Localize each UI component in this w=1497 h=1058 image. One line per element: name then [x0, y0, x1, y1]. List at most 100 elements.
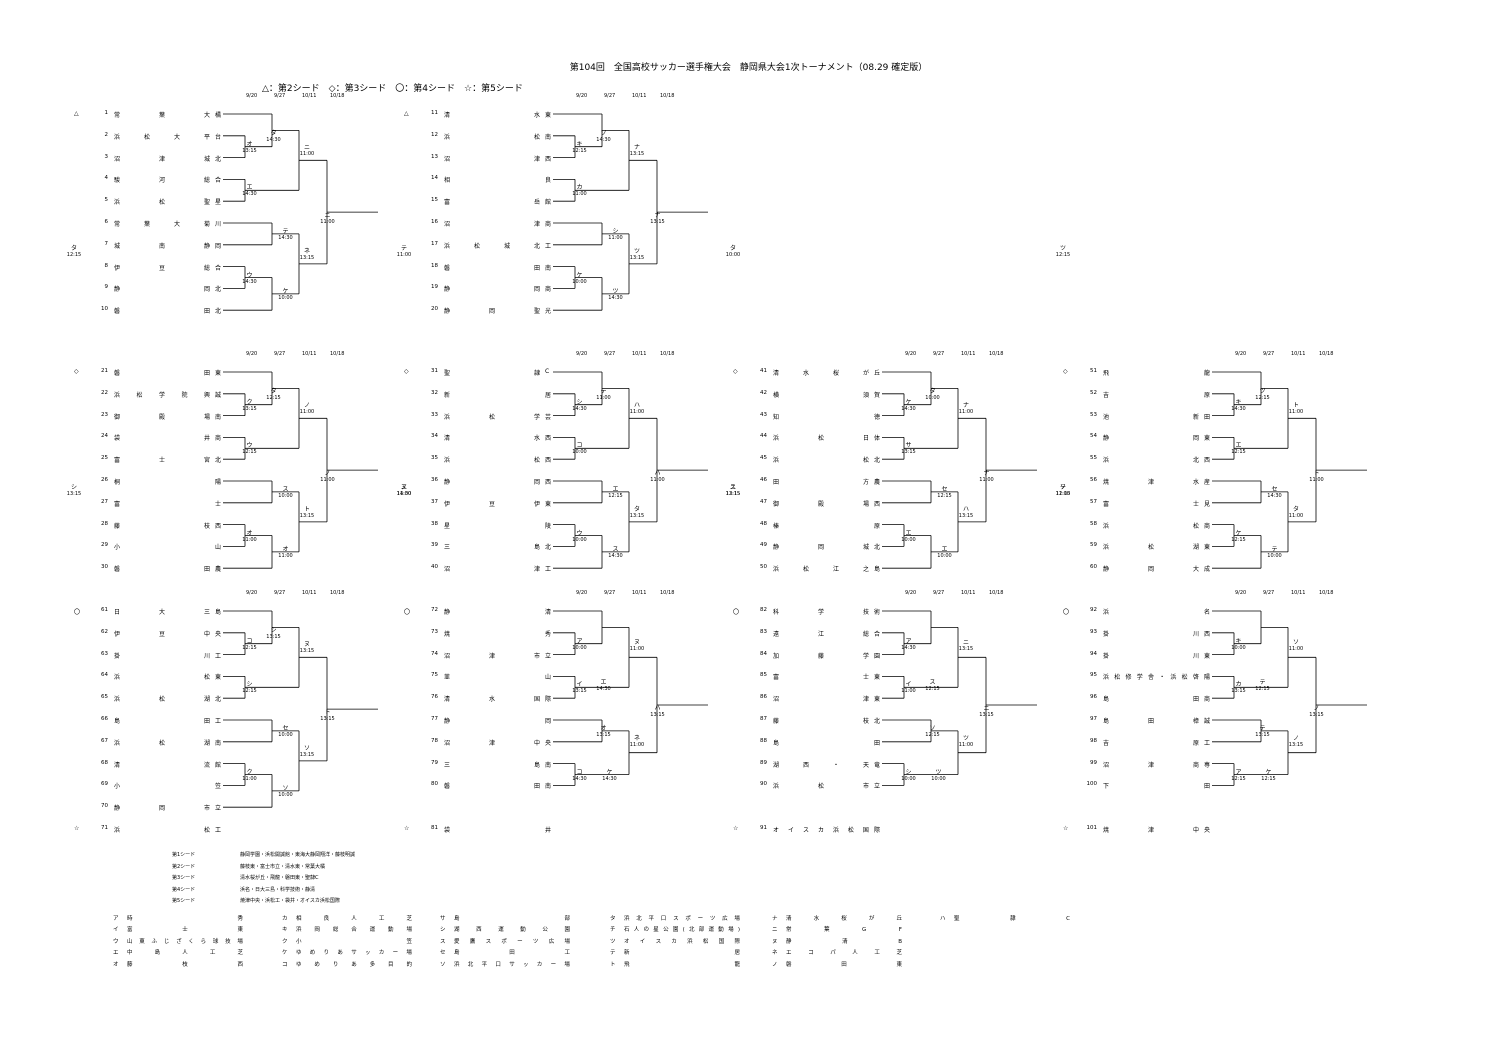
- team-name-suffix: 東: [545, 500, 552, 508]
- match-time: 11:00: [629, 646, 645, 653]
- team-number: 100: [1086, 781, 1098, 788]
- match-time: 10:00: [925, 395, 940, 402]
- team-name-suffix: 西: [545, 155, 552, 163]
- team-name-suffix: 陵: [545, 522, 552, 530]
- team-name-suffix: 士: [215, 500, 222, 508]
- team-number: 47: [760, 498, 767, 505]
- team-number: 67: [101, 737, 108, 744]
- match-time: 11:00: [1288, 512, 1304, 519]
- team-name-suffix: 島: [874, 566, 881, 574]
- seed-list-value: 藤枝東・富士市立・清水東・常葉大橘: [240, 863, 326, 870]
- venue-row: ツ オイスカ浜松国際: [610, 937, 740, 948]
- team-name: 掛川: [1103, 652, 1199, 660]
- match-label: タ: [70, 245, 77, 252]
- team-name: 浜松湖: [1103, 544, 1199, 552]
- team-name-suffix: 合: [215, 177, 222, 185]
- team-name: 浜松大平: [114, 133, 210, 141]
- team-name: 浜松: [773, 457, 869, 465]
- team-name-suffix: 北: [874, 718, 881, 725]
- team-name-suffix: 賀: [874, 391, 881, 399]
- team-name-suffix: 南: [545, 783, 552, 791]
- match-label: テ: [282, 227, 289, 235]
- match-label: コ: [576, 768, 583, 776]
- team-name: 常葉大: [114, 112, 210, 119]
- team-name-suffix: 北: [874, 457, 881, 465]
- venue-code: セ: [440, 950, 446, 957]
- match-time: 13:15: [650, 712, 665, 718]
- venue-code: ニ: [772, 927, 778, 934]
- team-number: 49: [760, 542, 767, 549]
- team-name-suffix: 名: [1204, 609, 1211, 616]
- team-name: 浜松修学舎・浜松啓: [1103, 674, 1199, 682]
- team-name: 沼津: [444, 221, 540, 228]
- venue-code: ツ: [610, 938, 616, 945]
- match-label: エ: [612, 485, 619, 493]
- team-name-suffix: 秀: [545, 630, 552, 638]
- match-time: 14:30: [278, 234, 293, 241]
- team-number: 76: [431, 694, 438, 701]
- team-number: 9: [104, 284, 109, 291]
- venue-code: テ: [610, 950, 616, 957]
- round-date: 10/18: [330, 590, 345, 596]
- team-name-suffix: 農: [215, 566, 222, 574]
- match-label: ア: [905, 637, 912, 645]
- match-time: 12:15: [66, 252, 82, 258]
- match-label: キ: [576, 140, 583, 148]
- team-name-suffix: 央: [215, 630, 222, 638]
- match-label: エ: [905, 529, 912, 537]
- venue-name: オイスカ浜松国際: [624, 938, 740, 945]
- match-time: 10:00: [901, 536, 916, 543]
- round-date: 10/11: [302, 93, 317, 99]
- seed-mark: ◇: [404, 368, 409, 375]
- venue-name: 清水桜が丘: [786, 916, 902, 922]
- venue-column: サ島部シ湖西運動公園ス愛鷹スポーツ広場セ島田工ソ浜北平口サッカー場: [440, 914, 570, 971]
- match-time: 11:00: [299, 409, 315, 416]
- match-label: ト: [324, 709, 331, 717]
- team-name: 遠江総: [773, 630, 869, 638]
- match-label: ス: [929, 679, 936, 687]
- team-name-suffix: 術: [874, 609, 881, 616]
- team-name-suffix: 体: [874, 435, 881, 443]
- match-time: 13:15: [1288, 741, 1304, 748]
- team-name: 湖西・天: [773, 761, 869, 769]
- match-label: イ: [905, 681, 912, 689]
- team-name-suffix: 立: [874, 783, 881, 791]
- team-name: 藤枝: [114, 522, 210, 530]
- team-number: 35: [431, 455, 438, 462]
- team-name-suffix: 央: [545, 739, 552, 747]
- team-name: 伊豆総: [114, 264, 210, 272]
- match-time: 10:00: [278, 492, 293, 499]
- team-number: 42: [760, 389, 767, 396]
- team-name: 静岡: [114, 286, 210, 294]
- team-number: 55: [1090, 455, 1097, 462]
- team-number: 34: [431, 433, 438, 440]
- team-name-suffix: 龍: [1204, 370, 1211, 377]
- match-label: ア: [1235, 768, 1242, 776]
- team-name-suffix: 陽: [215, 479, 222, 486]
- team-number: 16: [431, 219, 438, 225]
- match-time: 14:30: [596, 686, 611, 693]
- seed-mark: ◇: [733, 368, 738, 375]
- team-number: 97: [1090, 716, 1097, 722]
- match-time: 10:00: [278, 791, 293, 798]
- match-time: 14:30: [596, 137, 611, 144]
- match-time: 13:15: [299, 648, 315, 655]
- match-label: ウ: [246, 442, 253, 450]
- match-time: 12:15: [725, 491, 741, 497]
- venue-name: 磐田東: [786, 961, 902, 968]
- team-name-suffix: 笠: [215, 783, 222, 791]
- seed-list-value: 清水桜が丘・飛龍・磐田東・聖隷C: [240, 875, 319, 881]
- seed-list-key: 第4シード: [172, 886, 196, 893]
- match-time: 11:00: [396, 252, 412, 258]
- team-name: 小: [114, 783, 121, 791]
- match-label: ソ: [1292, 639, 1299, 647]
- venue-code: ハ: [940, 916, 946, 922]
- team-number: 32: [431, 389, 438, 396]
- team-number: 69: [101, 781, 108, 788]
- match-time: 13:15: [1231, 688, 1246, 695]
- match-time: 13:15: [299, 512, 315, 519]
- match-label: ツ: [962, 734, 969, 742]
- match-label: オ: [246, 140, 253, 148]
